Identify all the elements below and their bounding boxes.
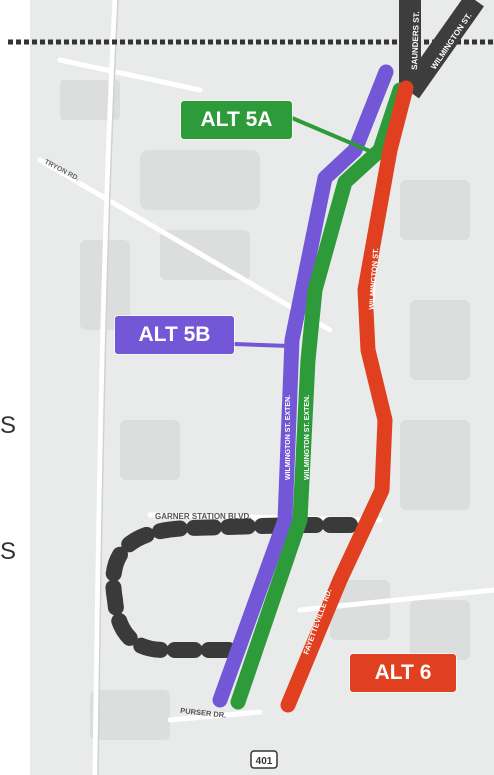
alt-5a-badge: ALT 5A	[181, 101, 292, 139]
edge-letter-2: S	[0, 538, 17, 565]
alt-5a-connector	[291, 116, 373, 154]
route-401-shield: 401	[250, 750, 278, 769]
route-401-label: 401	[256, 756, 273, 767]
study-area-boundary	[105, 517, 358, 658]
wilmington-north-road	[401, 0, 484, 99]
alt-5b-route	[212, 64, 394, 708]
saunders-label: SAUNDERS ST.	[410, 11, 421, 70]
edge-letter-1: S	[0, 412, 17, 439]
alt-6-badge: ALT 6	[350, 654, 456, 692]
alt-5a-route	[230, 82, 408, 710]
garner-station-label: GARNER STATION BLVD.	[155, 512, 251, 521]
alt-5b-badge: ALT 5B	[115, 316, 234, 354]
wilmington-label: WILMINGTON ST.	[367, 248, 380, 310]
wilmington-ext-label-2: WILMINGTON ST. EXTEN.	[304, 395, 311, 480]
wilmington-ext-label-1: WILMINGTON ST. EXTEN.	[285, 395, 292, 480]
alt-5b-connector	[233, 342, 291, 348]
railway	[97, 0, 119, 775]
alt-6-route	[280, 80, 414, 713]
